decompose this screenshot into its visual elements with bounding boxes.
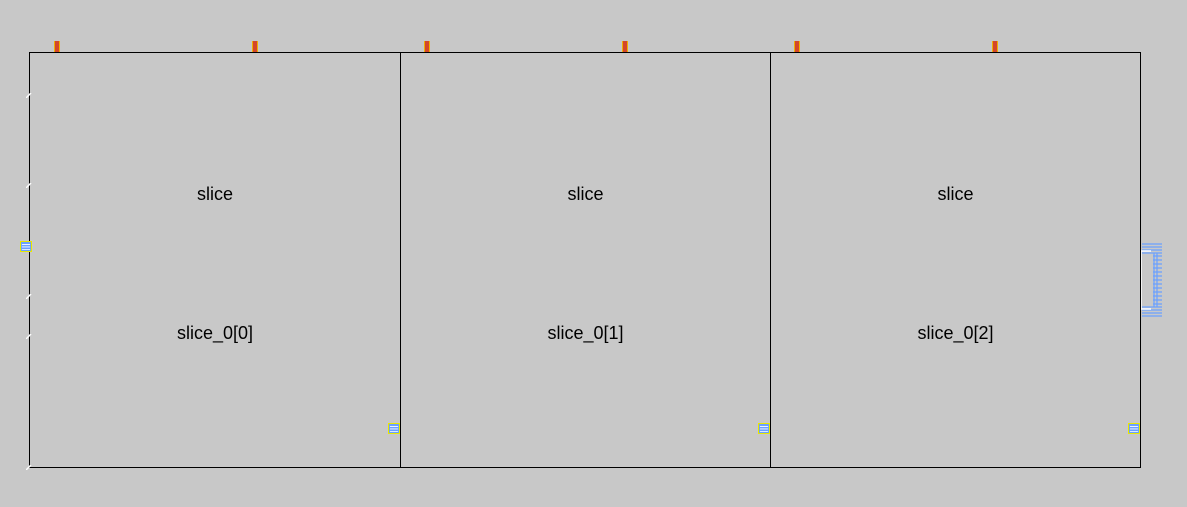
instance-name-label: slice_0[1]	[547, 323, 624, 343]
slice-block-1[interactable]: slice slice_0[1]	[400, 52, 771, 468]
top-pin[interactable]	[622, 41, 628, 52]
input-pin-tick[interactable]	[26, 465, 32, 470]
top-pin[interactable]	[54, 41, 60, 52]
slice-block-2[interactable]: slice slice_0[2]	[770, 52, 1141, 468]
bus-pin[interactable]	[388, 423, 400, 434]
top-pin[interactable]	[794, 41, 800, 52]
instance-name-label: slice_0[2]	[917, 323, 994, 343]
top-pin[interactable]	[424, 41, 430, 52]
cell-type-label: slice	[567, 184, 604, 204]
cell-type-label: slice	[196, 184, 233, 204]
input-pin-tick[interactable]	[26, 334, 32, 339]
top-pin[interactable]	[252, 41, 258, 52]
input-pin-tick[interactable]	[26, 93, 32, 98]
slice-block-0[interactable]: slice slice_0[0]	[29, 52, 401, 468]
cell-type-label: slice	[937, 184, 974, 204]
left-bus-pin[interactable]	[20, 241, 32, 252]
instance-name-label: slice_0[0]	[176, 323, 254, 343]
bus-pin[interactable]	[758, 423, 770, 434]
bus-pin[interactable]	[1128, 423, 1140, 434]
top-pin[interactable]	[992, 41, 998, 52]
input-pin-tick[interactable]	[26, 183, 32, 188]
input-pin-tick[interactable]	[26, 294, 32, 299]
output-bus-bundle[interactable]	[1141, 241, 1163, 319]
